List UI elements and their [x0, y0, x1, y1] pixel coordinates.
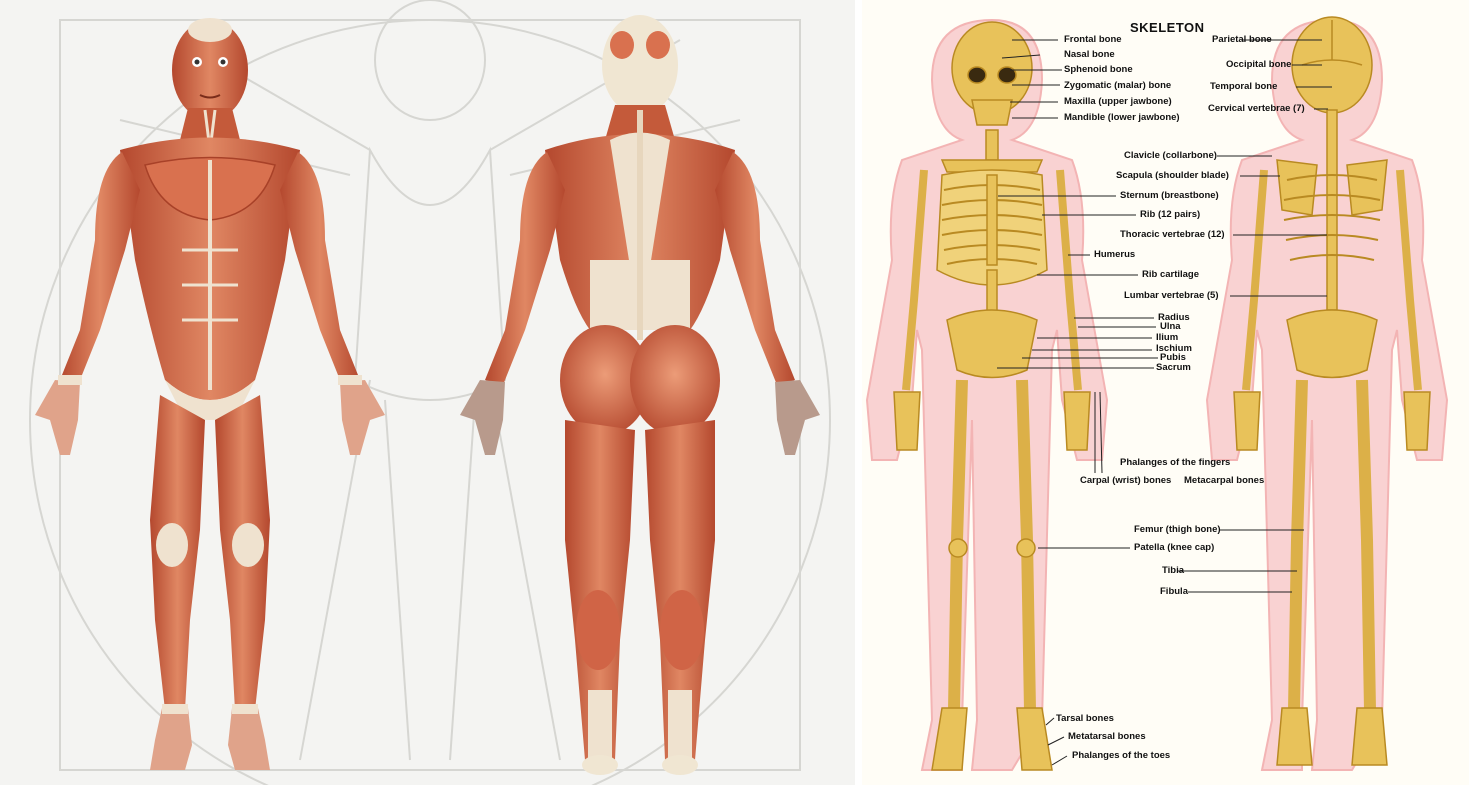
- skeleton-diagram-panel: SKELETON Frontal bone Nasal bone Sphenoi…: [862, 0, 1469, 785]
- label-cervical-vertebrae: Cervical vertebrae (7): [1208, 103, 1305, 114]
- label-fibula: Fibula: [1160, 586, 1188, 597]
- label-tarsal-bones: Tarsal bones: [1056, 713, 1114, 724]
- label-nasal-bone: Nasal bone: [1064, 49, 1115, 60]
- muscle-illustration: [0, 0, 855, 785]
- label-metatarsal-bones: Metatarsal bones: [1068, 731, 1146, 742]
- label-rib-cartilage: Rib cartilage: [1142, 269, 1199, 280]
- label-mandible: Mandible (lower jawbone): [1064, 112, 1180, 123]
- label-patella: Patella (knee cap): [1134, 542, 1214, 553]
- label-metacarpal-bones: Metacarpal bones: [1184, 475, 1264, 486]
- label-temporal-bone: Temporal bone: [1210, 81, 1277, 92]
- label-ilium: Ilium: [1156, 332, 1178, 343]
- label-maxilla: Maxilla (upper jawbone): [1064, 96, 1172, 107]
- label-occipital-bone: Occipital bone: [1226, 59, 1291, 70]
- muscle-anatomy-panel: [0, 0, 855, 785]
- label-zygomatic-bone: Zygomatic (malar) bone: [1064, 80, 1171, 91]
- label-frontal-bone: Frontal bone: [1064, 34, 1122, 45]
- label-phalanges-fingers: Phalanges of the fingers: [1120, 457, 1230, 468]
- diagram-title: SKELETON: [1130, 20, 1205, 35]
- label-sternum: Sternum (breastbone): [1120, 190, 1219, 201]
- muscle-figure-back: [460, 15, 820, 775]
- label-carpal-bones: Carpal (wrist) bones: [1080, 475, 1171, 486]
- label-tibia: Tibia: [1162, 565, 1184, 576]
- label-ulna: Ulna: [1160, 321, 1181, 332]
- muscle-figure-front: [35, 18, 385, 770]
- label-sacrum: Sacrum: [1156, 362, 1191, 373]
- label-rib: Rib (12 pairs): [1140, 209, 1200, 220]
- label-lumbar-vertebrae: Lumbar vertebrae (5): [1124, 290, 1219, 301]
- label-humerus: Humerus: [1094, 249, 1135, 260]
- label-thoracic-vertebrae: Thoracic vertebrae (12): [1120, 229, 1225, 240]
- label-femur: Femur (thigh bone): [1134, 524, 1221, 535]
- label-parietal-bone: Parietal bone: [1212, 34, 1272, 45]
- label-scapula: Scapula (shoulder blade): [1116, 170, 1229, 181]
- label-phalanges-toes: Phalanges of the toes: [1072, 750, 1170, 761]
- label-sphenoid-bone: Sphenoid bone: [1064, 64, 1133, 75]
- label-clavicle: Clavicle (collarbone): [1124, 150, 1217, 161]
